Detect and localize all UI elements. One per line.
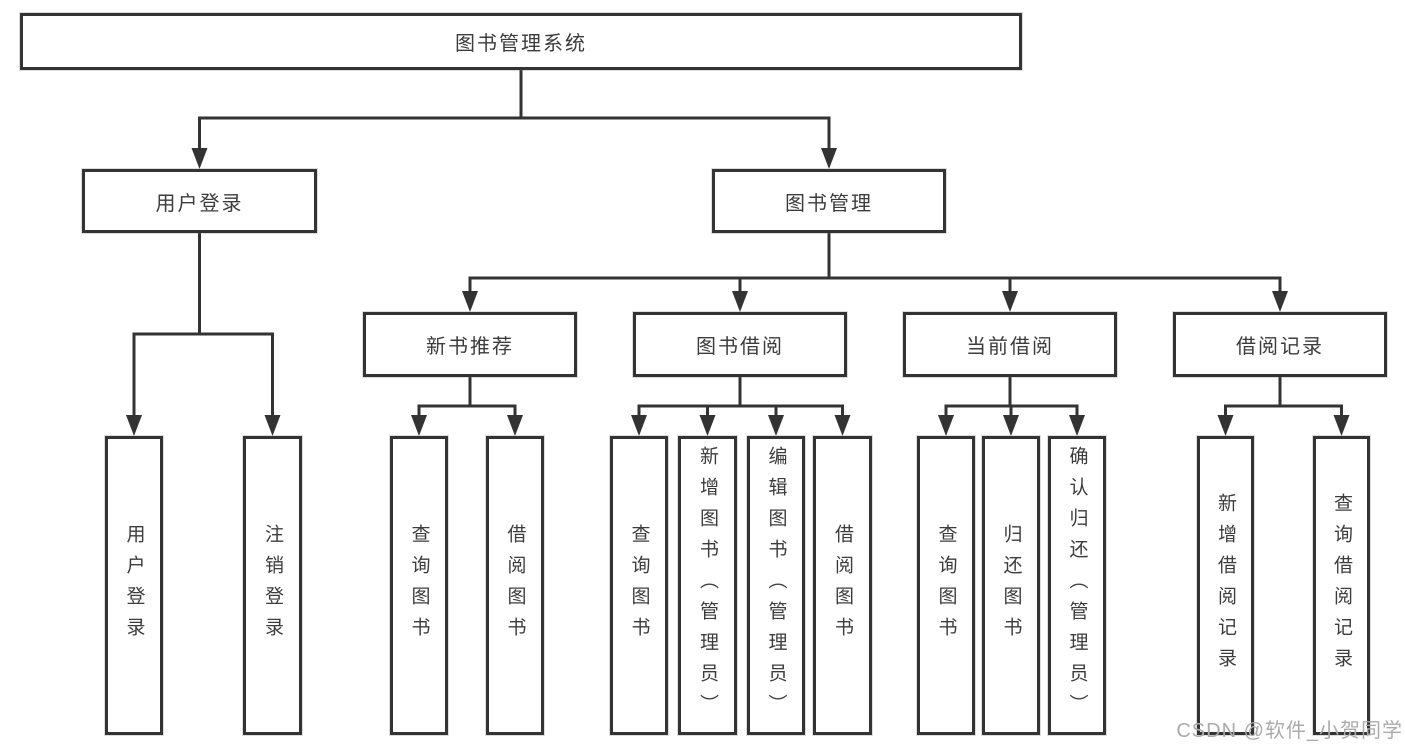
- node-label: 用户登录: [123, 523, 145, 648]
- node-library-management-system: 图书管理系统: [20, 13, 1022, 70]
- leaf-return-books: 归还图书: [982, 436, 1040, 735]
- leaf-borrow-books: 借阅图书: [813, 436, 872, 735]
- node-label: 查询图书: [935, 523, 957, 648]
- arrowhead-down-icon: [1003, 415, 1019, 436]
- leaf-add-books-admin: 新增图书（管理员）: [678, 436, 737, 735]
- node-label: 查询借阅记录: [1331, 492, 1352, 679]
- node-label: 借阅图书: [504, 523, 526, 648]
- node-label: 确认归还（管理员）: [1066, 446, 1088, 725]
- node-new-book-recommend: 新书推荐: [363, 312, 577, 377]
- node-label: 图书借阅: [696, 336, 784, 358]
- leaf-query-books-current: 查询图书: [917, 436, 975, 735]
- arrowhead-down-icon: [1002, 291, 1018, 312]
- arrowhead-down-icon: [768, 415, 784, 436]
- node-label: 编辑图书（管理员）: [765, 446, 787, 725]
- arrowhead-down-icon: [264, 415, 281, 436]
- watermark: CSDN @软件_小贺同学: [1176, 720, 1403, 742]
- arrowhead-down-icon: [1217, 415, 1234, 436]
- leaf-confirm-return-admin: 确认归还（管理员）: [1048, 436, 1106, 735]
- leaf-user-login: 用户登录: [105, 436, 163, 735]
- node-book-management: 图书管理: [712, 169, 946, 233]
- node-label: 新增图书（管理员）: [697, 446, 718, 725]
- leaf-borrow-books-recommend: 借阅图书: [486, 436, 544, 735]
- leaf-query-borrow-record: 查询借阅记录: [1313, 436, 1370, 735]
- leaf-query-books-borrowing: 查询图书: [610, 436, 668, 735]
- leaf-query-books-recommend: 查询图书: [390, 436, 448, 735]
- arrowhead-down-icon: [507, 415, 523, 436]
- leaf-edit-books-admin: 编辑图书（管理员）: [747, 436, 805, 735]
- arrowhead-down-icon: [732, 291, 748, 312]
- arrowhead-down-icon: [1069, 415, 1085, 436]
- leaf-add-borrow-record: 新增借阅记录: [1197, 436, 1254, 735]
- arrowhead-down-icon: [1333, 415, 1350, 436]
- arrowhead-down-icon: [411, 415, 427, 436]
- node-label: 新增借阅记录: [1215, 492, 1236, 679]
- arrowhead-down-icon: [126, 415, 142, 436]
- node-label: 当前借阅: [966, 336, 1054, 358]
- arrowhead-down-icon: [938, 415, 954, 436]
- arrowhead-down-icon: [1272, 291, 1288, 312]
- node-borrowing-records: 借阅记录: [1173, 312, 1387, 377]
- arrowhead-down-icon: [821, 148, 837, 169]
- node-label: 图书管理系统: [455, 33, 587, 55]
- node-label: 注销登录: [262, 523, 283, 648]
- arrowhead-down-icon: [191, 148, 208, 169]
- arrowhead-down-icon: [462, 291, 478, 312]
- node-label: 归还图书: [1000, 523, 1022, 648]
- node-label: 查询图书: [628, 523, 650, 648]
- arrowhead-down-icon: [631, 415, 647, 436]
- arrowhead-down-icon: [834, 415, 851, 436]
- node-label: 新书推荐: [426, 336, 514, 358]
- node-label: 借阅记录: [1236, 336, 1324, 358]
- node-label: 图书管理: [785, 192, 873, 215]
- arrowhead-down-icon: [699, 415, 716, 436]
- node-book-borrowing: 图书借阅: [633, 312, 847, 377]
- node-label: 用户登录: [155, 192, 244, 215]
- leaf-logout: 注销登录: [243, 436, 302, 735]
- node-user-login-group: 用户登录: [82, 169, 317, 233]
- node-label: 借阅图书: [832, 523, 853, 648]
- node-current-borrowing: 当前借阅: [903, 312, 1117, 377]
- node-label: 查询图书: [408, 523, 430, 648]
